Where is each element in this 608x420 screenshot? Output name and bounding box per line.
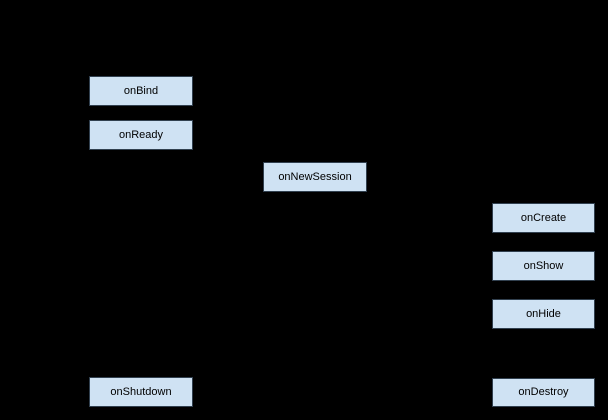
node-onshutdown: onShutdown xyxy=(89,377,193,407)
node-onshutdown-label: onShutdown xyxy=(110,385,172,398)
node-oncreate: onCreate xyxy=(492,203,595,233)
node-onbind-label: onBind xyxy=(123,84,159,97)
node-onnewsession: onNewSession xyxy=(263,162,367,192)
node-ondestroy: onDestroy xyxy=(492,378,595,407)
node-onhide: onHide xyxy=(492,299,595,329)
node-onhide-label: onHide xyxy=(526,307,561,320)
node-ondestroy-label: onDestroy xyxy=(518,386,569,398)
node-onbind: onBind xyxy=(89,76,193,106)
node-onnewsession-label: onNewSession xyxy=(278,170,352,183)
node-oncreate-label: onCreate xyxy=(520,211,567,224)
node-onready-label: onReady xyxy=(118,128,164,141)
node-onshow-label: onShow xyxy=(523,259,564,272)
node-onshow: onShow xyxy=(492,251,595,281)
node-onready: onReady xyxy=(89,120,193,150)
